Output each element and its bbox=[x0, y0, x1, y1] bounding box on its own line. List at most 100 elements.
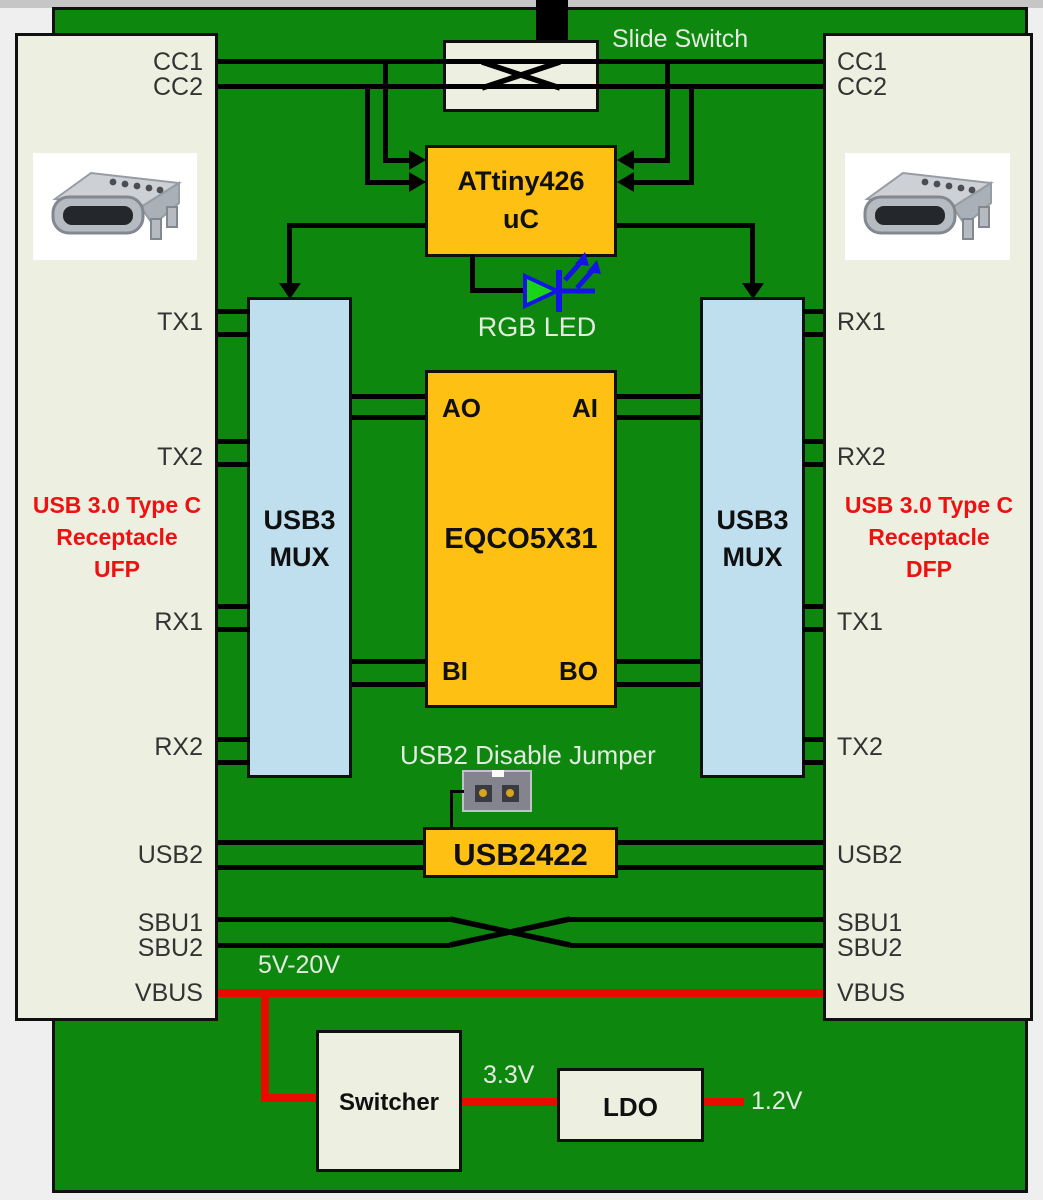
usb3-mux-left-block: USB3 MUX bbox=[247, 297, 352, 778]
mux-right-label-line2: MUX bbox=[722, 542, 783, 572]
wire-tx2-pair-a bbox=[218, 439, 250, 444]
mux-right-label-line1: USB3 bbox=[716, 505, 789, 535]
jumper-pin-right bbox=[502, 785, 519, 802]
receptacle-right-caption: USB 3.0 Type C Receptacle DFP bbox=[831, 489, 1027, 585]
usb2422-label: USB2422 bbox=[453, 837, 588, 872]
wire-bi-pair-b bbox=[352, 682, 425, 687]
wire-cc-drop-right1 bbox=[665, 59, 670, 163]
pin-right-rx2: RX2 bbox=[837, 443, 886, 471]
pin-right-sbu1: SBU1 bbox=[837, 909, 903, 937]
pin-right-cc1: CC1 bbox=[837, 48, 888, 76]
attiny-block: ATtiny426 uC bbox=[425, 145, 617, 257]
pin-right-rx1: RX1 bbox=[837, 308, 886, 336]
caption-right-line3: DFP bbox=[906, 556, 952, 582]
pin-right-usb2: USB2 bbox=[837, 841, 903, 869]
usb3-mux-right-block: USB3 MUX bbox=[700, 297, 805, 778]
usb-c-connector-photo-right bbox=[845, 153, 1010, 260]
jumper-pin-left bbox=[475, 785, 492, 802]
caption-right-line1: USB 3.0 Type C bbox=[844, 492, 1014, 518]
arrow-into-attiny-left2 bbox=[409, 172, 426, 192]
wire-1v2 bbox=[704, 1098, 744, 1106]
wire-cc-stub-left1 bbox=[383, 158, 411, 163]
wire-ai-pair-a bbox=[617, 394, 700, 399]
wire-led-h bbox=[470, 288, 528, 293]
rail-1v2-label: 1.2V bbox=[751, 1087, 803, 1115]
wire-cc1 bbox=[218, 59, 823, 64]
receptacle-left-caption: USB 3.0 Type C Receptacle UFP bbox=[22, 489, 212, 585]
wire-rx1r-pair-a bbox=[803, 309, 823, 314]
wire-cc-drop-left2 bbox=[365, 84, 370, 185]
wire-vbus-to-switcher bbox=[261, 1094, 319, 1102]
pin-right-tx1: TX1 bbox=[837, 608, 883, 636]
eqco-pin-bi: BI bbox=[442, 656, 468, 686]
eqco-pin-ai: AI bbox=[572, 393, 598, 423]
wire-led-v bbox=[470, 255, 475, 293]
rgb-led-label: RGB LED bbox=[477, 312, 597, 342]
led-icon bbox=[523, 252, 601, 312]
jumper-icon bbox=[462, 770, 532, 812]
vbus-voltage-label: 5V-20V bbox=[258, 951, 341, 979]
wire-sbu1-left bbox=[218, 917, 450, 922]
mux-left-label-line1: USB3 bbox=[263, 505, 336, 535]
pin-left-rx1: RX1 bbox=[154, 608, 203, 636]
wire-tx2-pair-b bbox=[218, 462, 250, 467]
wire-ao-pair-b bbox=[352, 415, 425, 420]
wire-bo-pair-b bbox=[617, 682, 700, 687]
wire-cc-drop-right2 bbox=[689, 84, 694, 185]
wire-tx1-pair-b bbox=[218, 332, 250, 337]
arrow-into-mux-left bbox=[279, 283, 301, 299]
pin-left-cc1: CC1 bbox=[152, 48, 203, 76]
rail-3v3-label: 3.3V bbox=[483, 1061, 535, 1089]
arrow-into-attiny-right2 bbox=[617, 172, 634, 192]
wire-tx2r-pair-b bbox=[803, 760, 823, 765]
wire-cc-stub-left2 bbox=[365, 180, 411, 185]
wire-tx1r-pair-b bbox=[803, 627, 823, 632]
pin-left-cc2: CC2 bbox=[152, 73, 203, 101]
wire-rx1-pair-a bbox=[218, 604, 250, 609]
wire-ai-pair-b bbox=[617, 415, 700, 420]
pin-left-tx2: TX2 bbox=[157, 443, 203, 471]
wire-tx1r-pair-a bbox=[803, 604, 823, 609]
wire-tx2r-pair-a bbox=[803, 737, 823, 742]
usb2422-block: USB2422 bbox=[423, 827, 618, 878]
slide-switch-actuator bbox=[536, 0, 568, 43]
pin-left-vbus: VBUS bbox=[134, 979, 203, 1007]
caption-right-line2: Receptacle bbox=[868, 524, 990, 550]
wire-cc-stub-right2 bbox=[634, 180, 694, 185]
wire-rx2r-pair-b bbox=[803, 462, 823, 467]
pin-left-tx1: TX1 bbox=[157, 308, 203, 336]
pin-left-sbu1: SBU1 bbox=[137, 909, 203, 937]
cc-crossover-icon bbox=[481, 59, 561, 91]
pin-right-cc2: CC2 bbox=[837, 73, 888, 101]
caption-left-line2: Receptacle bbox=[56, 524, 178, 550]
pin-left-sbu2: SBU2 bbox=[137, 934, 203, 962]
arrow-into-attiny-right1 bbox=[617, 150, 634, 170]
wire-bi-pair-a bbox=[352, 659, 425, 664]
wire-attiny-mux-right-h bbox=[617, 223, 755, 228]
ldo-block: LDO bbox=[557, 1068, 704, 1142]
wire-tx1-pair-a bbox=[218, 309, 250, 314]
usb-c-connector-photo-left bbox=[33, 153, 197, 260]
caption-left-line1: USB 3.0 Type C bbox=[32, 492, 202, 518]
eqco-label: EQCO5X31 bbox=[444, 523, 598, 555]
switcher-block: Switcher bbox=[316, 1030, 462, 1172]
mux-left-label-line2: MUX bbox=[269, 542, 330, 572]
pin-right-vbus: VBUS bbox=[837, 979, 906, 1007]
wire-rx2r-pair-a bbox=[803, 439, 823, 444]
wire-rx1-pair-b bbox=[218, 627, 250, 632]
eqco-pin-bo: BO bbox=[559, 656, 598, 686]
arrow-into-attiny-left1 bbox=[409, 150, 426, 170]
wire-jumper-v bbox=[450, 790, 453, 828]
wire-bo-pair-a bbox=[617, 659, 700, 664]
attiny-label-line2: uC bbox=[503, 204, 539, 234]
wire-vbus bbox=[218, 989, 823, 997]
wire-sbu2-left bbox=[218, 943, 450, 948]
pin-left-usb2: USB2 bbox=[137, 841, 203, 869]
wire-attiny-mux-left-v bbox=[287, 223, 292, 286]
eqco-block: AO AI EQCO5X31 BI BO bbox=[425, 370, 617, 708]
wire-attiny-mux-left-h bbox=[287, 223, 425, 228]
top-strip bbox=[0, 0, 1043, 8]
wire-cc-stub-right1 bbox=[634, 158, 670, 163]
attiny-label-line1: ATtiny426 bbox=[457, 166, 585, 196]
